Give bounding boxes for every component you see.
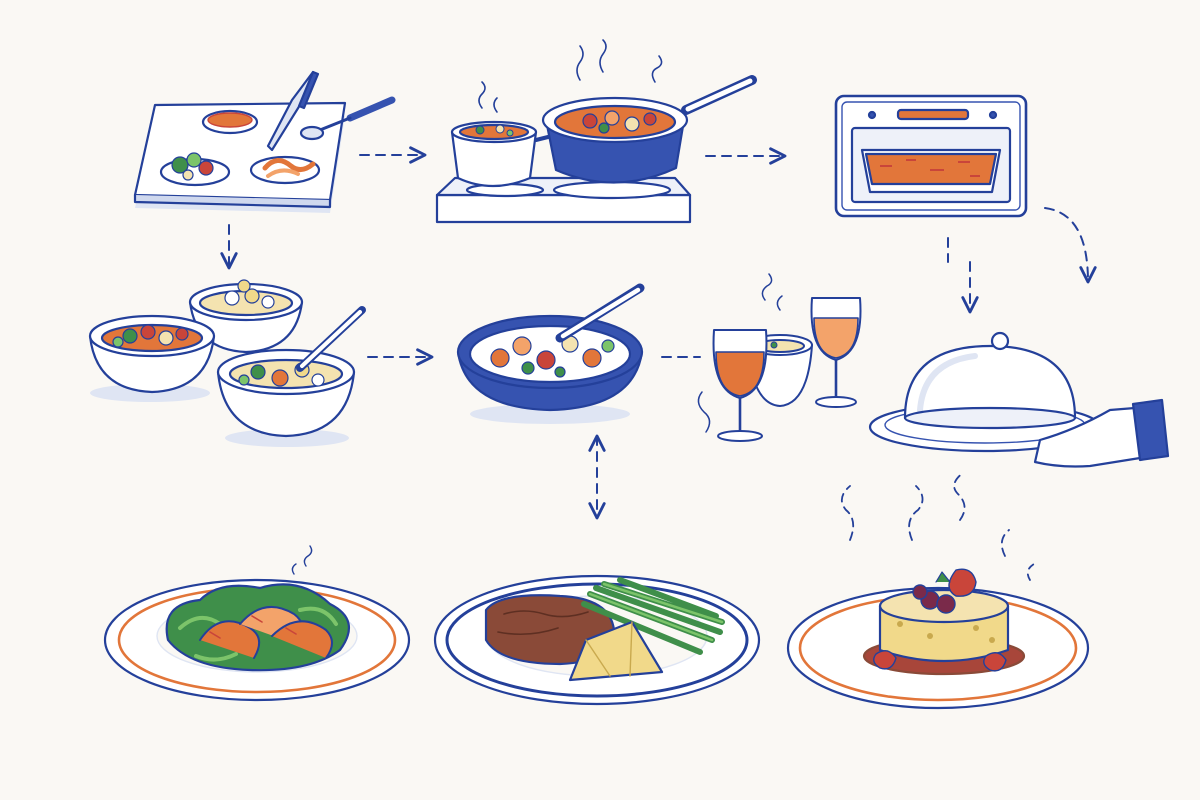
shrimp-salad-icon [103, 545, 411, 702]
cheesecake-icon [786, 471, 1090, 710]
saucepan-icon [450, 81, 554, 188]
ingredient-bowls [88, 279, 366, 447]
cutting-board-icon [133, 70, 396, 213]
bowl-icon [188, 279, 304, 354]
sleeve-cuff [1131, 398, 1170, 462]
connector-oven-to-cloche [947, 237, 970, 312]
bowl-icon [216, 306, 366, 438]
bowl-icon [88, 314, 216, 394]
steak-plate-icon [433, 574, 761, 706]
cloche-icon [868, 331, 1170, 468]
stovetop-icon [435, 39, 757, 224]
connectors [220, 146, 1097, 520]
connector-oven-curve [1044, 207, 1097, 284]
wine-glass-icon [810, 297, 862, 408]
stock-pot-icon [541, 39, 757, 184]
drinks [697, 273, 862, 442]
pan-icon [456, 283, 645, 424]
wine-glass-icon [712, 329, 768, 442]
oven-icon [834, 94, 1028, 218]
